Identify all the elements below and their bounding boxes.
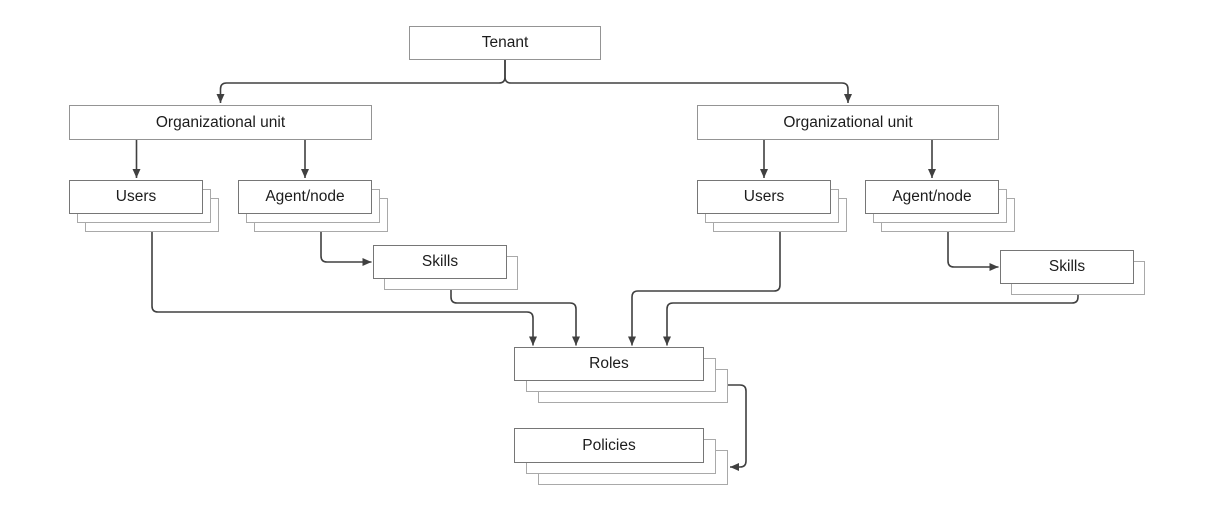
node-skills-right-label: Skills	[1048, 258, 1086, 276]
node-organizational-unit-right-label: Organizational unit	[783, 113, 913, 131]
edge-tenant-ou-right	[504, 60, 852, 103]
node-roles-label: Roles	[589, 355, 629, 373]
edge-skills-right-roles	[663, 288, 1079, 346]
node-agent-node-right-label: Agent/node	[892, 188, 972, 206]
node-roles: Roles	[514, 347, 728, 403]
node-skills-left: Skills	[373, 245, 518, 290]
node-skills-left-label: Skills	[421, 253, 459, 271]
node-skills-right: Skills	[1000, 250, 1145, 295]
node-tenant-label: Tenant	[481, 34, 529, 52]
edge-agent-right-skills-right	[947, 224, 999, 271]
node-agent-node-left-label: Agent/node	[265, 188, 345, 206]
node-organizational-unit-left-label: Organizational unit	[155, 113, 286, 131]
edge-skills-left-roles	[450, 284, 580, 346]
node-agent-node-right: Agent/node	[865, 180, 1015, 232]
node-users-left: Users	[69, 180, 219, 232]
node-organizational-unit-right: Organizational unit	[697, 105, 999, 140]
edge-users-right-roles	[628, 224, 781, 346]
edge-tenant-ou-left	[216, 60, 506, 103]
node-users-left-label: Users	[115, 188, 157, 206]
edge-roles-policies	[722, 384, 747, 471]
node-users-right-label: Users	[743, 188, 785, 206]
edge-agent-left-skills-left	[320, 224, 372, 266]
node-policies: Policies	[514, 428, 728, 485]
node-tenant: Tenant	[409, 26, 601, 60]
node-organizational-unit-left: Organizational unit	[69, 105, 372, 140]
node-users-right: Users	[697, 180, 847, 232]
edge-users-left-roles	[151, 224, 537, 346]
node-agent-node-left: Agent/node	[238, 180, 388, 232]
node-policies-label: Policies	[582, 436, 636, 454]
